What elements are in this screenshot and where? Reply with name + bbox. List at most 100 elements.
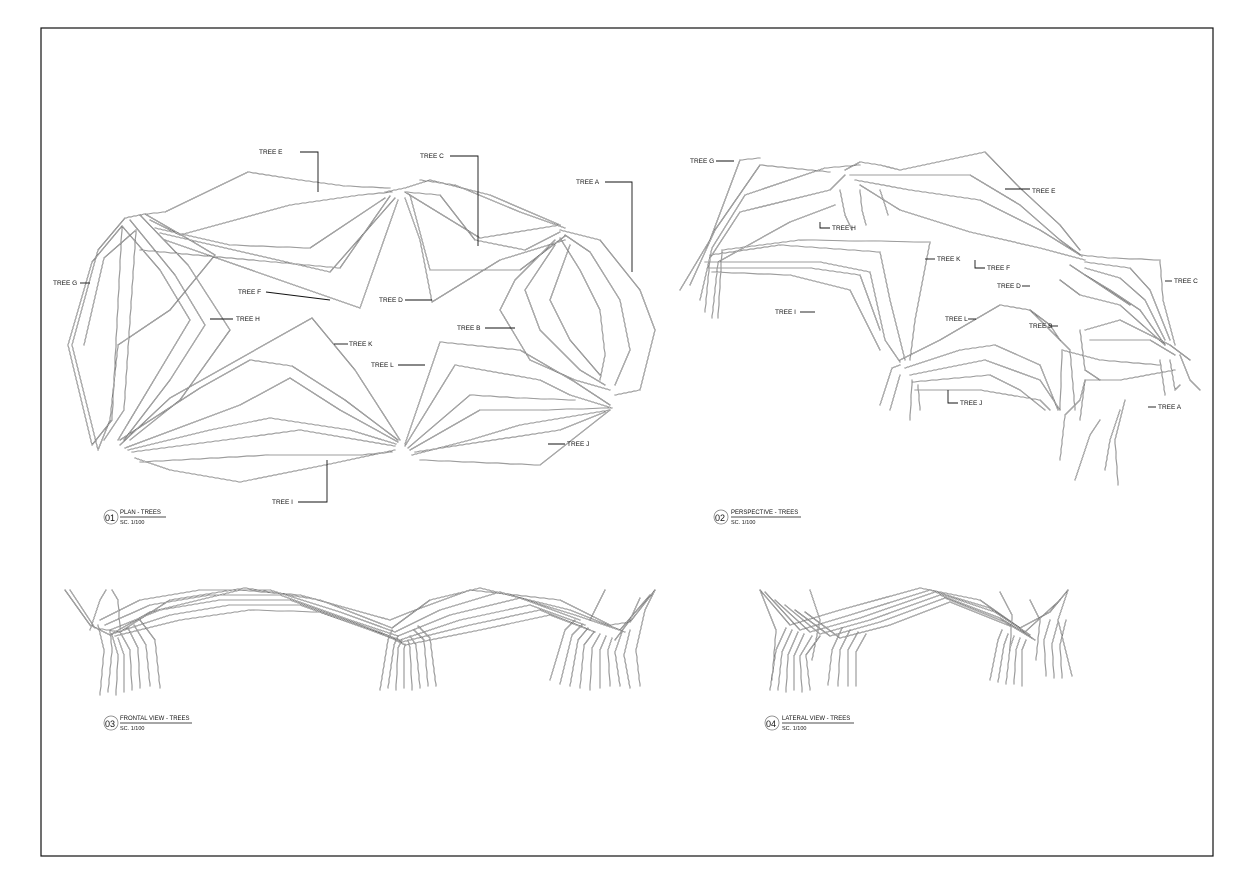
- tree-tube-core: [793, 633, 805, 691]
- tree-tube: [899, 304, 1076, 411]
- tree-tube-core: [67, 225, 123, 446]
- tree-tube-core: [387, 635, 399, 689]
- tree-tube-core: [123, 219, 206, 441]
- tree-tube-core: [384, 179, 561, 239]
- lateral-caption: 04 LATERAL VIEW - TREES SC. 1/100: [764, 715, 854, 732]
- tree-tube-core: [119, 359, 399, 441]
- tree-tube: [914, 389, 1051, 411]
- tree-tube-core: [784, 594, 1033, 639]
- tree-tube: [711, 271, 881, 351]
- tree-tube-core: [1029, 599, 1041, 661]
- tree-tube: [104, 594, 581, 637]
- tree-tube: [859, 184, 1086, 261]
- frontal-tubes: [64, 587, 656, 696]
- tree-tube: [107, 629, 113, 693]
- tree-tube: [769, 627, 787, 691]
- tree-tube-core: [679, 157, 761, 291]
- plan-label-tree-i: TREE I: [272, 499, 293, 506]
- tree-tube-core: [847, 631, 859, 687]
- tree-tube-core: [717, 239, 931, 361]
- perspective-label-tree-a: TREE A: [1158, 404, 1182, 411]
- tree-tube-core: [559, 624, 583, 685]
- tree-tube-core: [1084, 319, 1191, 361]
- tree-tube-core: [859, 184, 1086, 261]
- tree-tube-core: [859, 189, 867, 226]
- tree-tube-core: [1069, 264, 1131, 306]
- tree-tube-core: [989, 629, 1003, 681]
- tree-tube-core: [1021, 639, 1027, 687]
- tree-tube-core: [1159, 359, 1166, 396]
- tree-tube-core: [879, 189, 889, 216]
- plan-label-tree-g: TREE G: [53, 280, 77, 287]
- tree-tube: [419, 179, 566, 229]
- perspective-caption-scale: SC. 1/100: [731, 520, 755, 526]
- perspective-label-tree-e: TREE E: [1032, 188, 1056, 195]
- tree-tube: [689, 164, 831, 286]
- plan-drawing: TREE E TREE C TREE A TREE G TREE F TREE …: [53, 149, 656, 526]
- frontal-caption-number: 03: [105, 719, 115, 729]
- tree-tube: [844, 151, 1081, 251]
- tree-tube: [564, 234, 631, 386]
- tree-tube: [549, 244, 601, 376]
- tree-tube: [127, 627, 141, 689]
- perspective-label-tree-c: TREE C: [1174, 278, 1198, 285]
- tree-tube-core: [759, 587, 1069, 629]
- tree-tube-core: [889, 374, 901, 411]
- tree-tube: [559, 229, 656, 396]
- tree-tube-core: [704, 261, 901, 363]
- tree-tube-core: [139, 451, 393, 463]
- tree-tube-core: [1114, 399, 1126, 486]
- tree-tube-core: [579, 631, 595, 689]
- tree-tube: [1059, 379, 1086, 461]
- tree-tube-core: [97, 624, 105, 696]
- perspective-caption: 02 PERSPECTIVE - TREES SC. 1/100: [713, 509, 801, 526]
- tree-tube: [139, 619, 161, 689]
- tree-tube-core: [417, 625, 437, 687]
- tree-tube-core: [879, 364, 901, 406]
- tree-tube: [404, 364, 613, 447]
- tree-tube-core: [69, 587, 651, 633]
- tree-tube-core: [769, 627, 787, 691]
- plan-label-tree-d: TREE D: [379, 297, 403, 304]
- tree-tube-core: [1013, 637, 1021, 685]
- plan-caption-number: 01: [105, 513, 115, 523]
- tree-tube-core: [839, 189, 853, 231]
- tree-tube: [1043, 619, 1051, 677]
- tree-tube-core: [409, 194, 566, 271]
- tree-tube-core: [149, 191, 393, 236]
- tree-tube-core: [1074, 419, 1101, 481]
- tree-tube-core: [1179, 354, 1201, 391]
- frontal-caption-title: FRONTAL VIEW - TREES: [120, 716, 190, 722]
- tree-tube: [569, 627, 589, 687]
- sheet-border: [40, 27, 1214, 857]
- tree-tube-core: [1084, 274, 1166, 346]
- tree-tube-core: [131, 429, 396, 453]
- tree-tube: [1084, 267, 1166, 341]
- lateral-drawing: 04 LATERAL VIEW - TREES SC. 1/100: [759, 587, 1073, 732]
- tree-tube-core: [404, 197, 566, 303]
- lateral-caption-number: 04: [766, 719, 776, 729]
- plan-label-tree-l: TREE L: [371, 362, 394, 369]
- tree-tube-core: [83, 229, 137, 441]
- tree-tube-core: [794, 597, 1036, 641]
- tree-tube: [154, 197, 386, 249]
- tree-tube-core: [909, 379, 913, 421]
- tree-tube-core: [413, 629, 429, 687]
- tree-tube: [559, 237, 606, 381]
- tree-tube-core: [119, 631, 133, 691]
- tree-tube-core: [1079, 329, 1101, 381]
- tree-tube: [114, 609, 596, 646]
- tree-tube-core: [559, 237, 606, 381]
- tree-tube-core: [111, 589, 121, 629]
- tree-tube-core: [419, 409, 611, 466]
- tree-tube-core: [549, 619, 576, 681]
- tree-tube: [839, 189, 853, 231]
- tree-tube-core: [1029, 309, 1061, 341]
- tree-tube-core: [409, 635, 421, 689]
- plan-label-tree-h: TREE H: [236, 316, 260, 323]
- tree-tube-core: [774, 591, 1031, 636]
- tree-tube-core: [785, 631, 799, 693]
- tree-tube-core: [134, 449, 396, 483]
